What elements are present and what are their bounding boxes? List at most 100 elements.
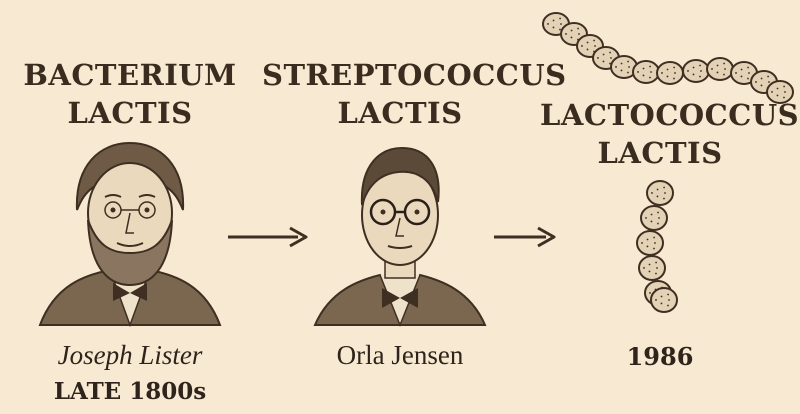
coccus-stipple [650,71,652,73]
stage-3-title-line1: LACTOCOCCUS [540,98,800,132]
coccus-stipple [570,36,573,39]
coccus-stipple [767,75,769,78]
stage-3-caption: 1986 [626,342,694,371]
coccus-cell [766,80,794,104]
coccus-stipple [776,87,779,90]
coccus-stipple [646,245,649,248]
coccus-stipple [643,267,645,269]
coccus-stipple [552,19,555,22]
coccus-stipple [642,74,645,77]
coccus-stipple [740,68,743,71]
coccus-stipple [699,64,701,67]
coccus-stipple [586,48,589,51]
coccus-stipple [559,17,561,20]
coccus-stipple [653,247,655,250]
coccus-stipple [673,77,675,80]
coccus-stipple [740,75,743,78]
coccus-stipple [650,220,653,223]
coccus-stipple [560,23,562,25]
coccus-stipple [610,57,612,59]
coccus-stipple [654,242,656,244]
coccus-stipple [660,295,663,298]
coccus-stipple [666,75,669,78]
coccus-stipple [570,29,573,32]
coccus-stipple [768,81,770,83]
coccus-cell [636,230,664,256]
coccus-stipple [658,217,660,219]
coccus-stipple [711,68,713,70]
coccus-stipple [692,73,695,76]
stage-2-caption: Orla Jensen [336,340,464,370]
coccus-stipple [663,186,665,189]
coccus-stipple [667,304,669,307]
coccus-stipple [559,28,561,31]
coccus-stipple [724,68,726,70]
coccus-stipple [655,261,657,264]
coccus-stipple [648,270,651,273]
coccus-stipple [735,72,737,74]
coccus-stipple [646,238,649,241]
coccus-stipple [577,27,579,30]
coccus-stipple [627,60,629,63]
arrow-right-icon [228,226,308,248]
coccus-stipple [650,213,653,216]
coccus-stipple [663,197,665,200]
coccus-stipple [602,60,605,63]
coccus-stipple [660,302,663,305]
coccus-stipple [609,51,611,54]
coccus-stipple [628,66,630,68]
coccus-stipple [692,66,695,69]
coccus-stipple [674,72,676,74]
stage-2-title-line2: LACTIS [337,96,463,130]
coccus-stipple [578,33,580,35]
coccus-stipple [657,222,659,225]
stage-1-title-line2: LACTIS [67,96,193,130]
coccus-stipple [637,71,639,73]
coccus-stipple [723,73,725,76]
coccus-stipple [783,85,785,88]
coccus-chain-icon [636,180,678,313]
coccus-stipple [620,69,623,72]
coccus-stipple [673,66,675,69]
coccus-cell [638,255,666,281]
coccus-stipple [747,66,749,69]
coccus-stipple [593,39,595,42]
coccus-stipple [655,272,657,275]
stage-2-title: STREPTOCOCCUS LACTIS [262,56,566,132]
coccus-stipple [565,33,567,35]
coccus-stipple [755,81,757,83]
coccus-stipple [656,188,659,191]
coccus-stipple [653,236,655,239]
coccus-stipple [657,211,659,214]
coccus-stipple [586,41,589,44]
coccus-stipple [667,293,669,296]
coccus-chain-top-icon [542,12,794,104]
arrow-right-icon [494,226,556,248]
stage-1-date: LATE 1800s [53,378,207,405]
stage-1-title-line1: BACTERIUM [23,58,237,92]
coccus-stipple [649,65,651,68]
coccus-stipple [760,84,763,87]
coccus-stipple [668,299,670,301]
coccus-stipple [784,91,786,93]
coccus-cell [646,180,674,206]
coccus-stipple [783,96,785,99]
coccus-stipple [552,26,555,29]
coccus-stipple [597,57,599,59]
coccus-stipple [723,62,725,65]
coccus-stipple [641,242,643,244]
stage-3-title-line2: LACTIS [597,136,723,170]
coccus-stipple [771,91,773,93]
coccus-stipple [655,299,657,301]
bearded-man-portrait-icon [38,141,222,328]
coccus-stipple [620,62,623,65]
coccus-stipple [687,70,689,72]
man-with-glasses-portrait-icon [313,146,487,328]
coccus-stipple [627,71,629,74]
coccus-stipple [716,71,719,74]
coccus-cell [640,205,668,231]
coccus-stipple [664,192,666,194]
coccus-stipple [760,77,763,80]
coccus-stipple [594,45,596,47]
coccus-stipple [649,76,651,79]
